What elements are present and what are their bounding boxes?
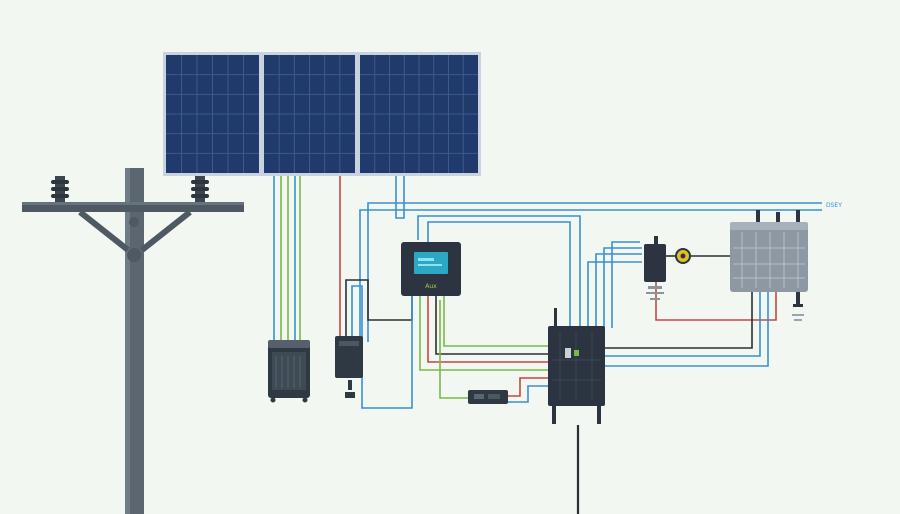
insulator-right-icon <box>191 176 209 202</box>
utility-pole-icon <box>22 168 244 514</box>
wiring <box>273 176 822 514</box>
solar-panel-array <box>163 52 481 176</box>
fuse-module-icon <box>468 390 508 404</box>
breaker-panel-icon <box>548 308 605 424</box>
grid-feed-label: DSEY <box>826 202 842 209</box>
meter-icon <box>675 248 691 264</box>
insulator-left-icon <box>51 176 69 202</box>
disconnect-switch-icon <box>644 236 666 300</box>
inverter-icon <box>335 336 363 398</box>
charge-controller-label: Aux <box>425 283 437 290</box>
battery-bank-icon <box>730 210 808 321</box>
battery-icon <box>268 340 310 403</box>
charge-controller-icon: Aux <box>401 242 461 296</box>
